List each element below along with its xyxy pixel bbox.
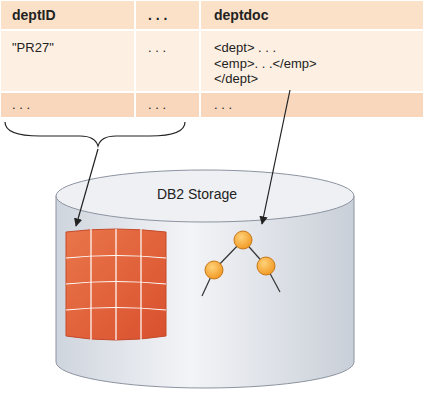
table-cell: . . . — [12, 97, 132, 113]
brace — [5, 122, 185, 146]
column-header: deptID — [12, 7, 132, 24]
table — [0, 0, 424, 118]
table-cell: . . . — [148, 40, 198, 56]
cell-holder: . . . — [12, 97, 132, 113]
storage-label: DB2 Storage — [39, 186, 355, 202]
xml-cell: <dept> . . . <emp>. . .</emp> </dept> — [214, 40, 320, 87]
column-header: deptdoc — [214, 7, 414, 24]
cell-holder: . . . — [214, 97, 334, 113]
cell-holder: deptdoc — [214, 7, 414, 24]
cell-holder: . . . — [148, 97, 198, 113]
cell-holder: deptID — [12, 7, 132, 24]
column-header: . . . — [148, 7, 198, 24]
cell-holder: . . . — [148, 40, 198, 56]
cell-holder: <dept> . . . <emp>. . .</emp> </dept> — [214, 40, 320, 87]
cell-holder: "PR27" — [12, 40, 132, 56]
table-cell: . . . — [214, 97, 334, 113]
storage-cylinder: DB2 Storage — [55, 168, 355, 390]
cell-holder: . . . — [148, 7, 198, 24]
table-cell: "PR27" — [12, 40, 132, 56]
table-cell: . . . — [148, 97, 198, 113]
relational-grid — [66, 229, 166, 340]
